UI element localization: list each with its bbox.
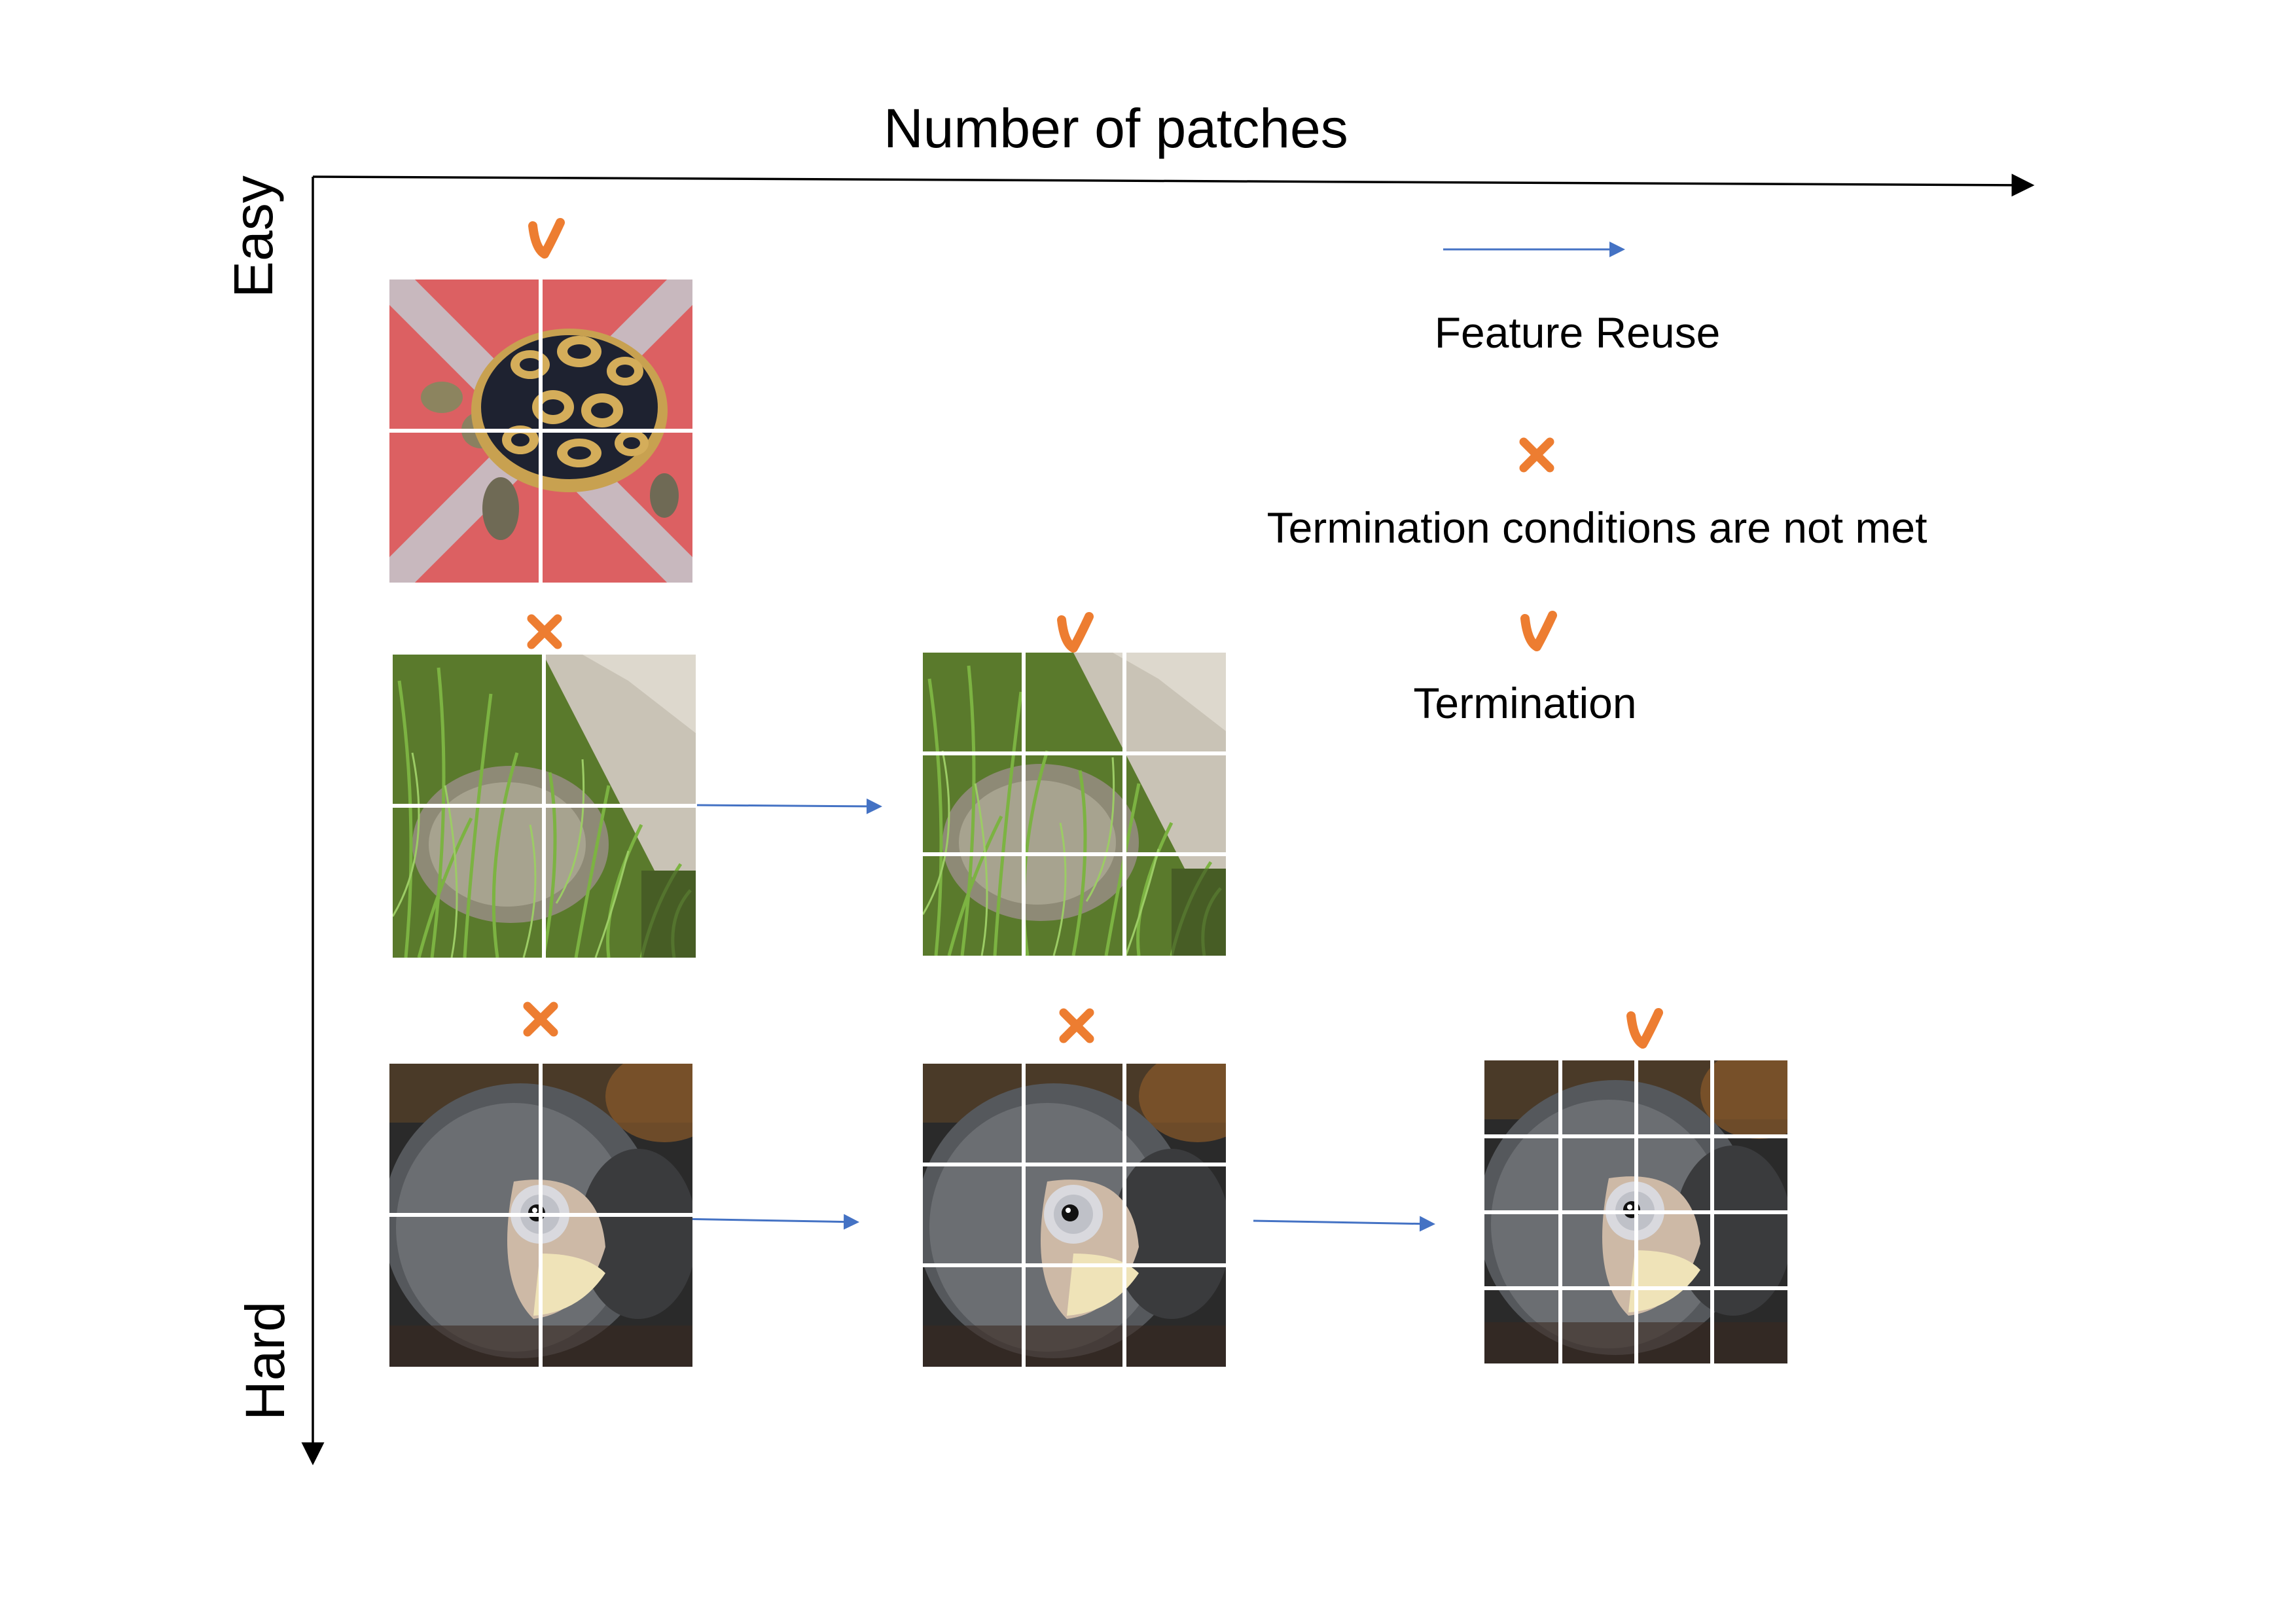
check-icon: [1057, 612, 1094, 653]
legend-not-met: Termination conditions are not met: [1266, 503, 1928, 552]
legend-feature-reuse: Feature Reuse: [1434, 308, 1721, 357]
reuse-arrow: [696, 798, 882, 814]
tortoise-image-face-4x4: [1484, 1060, 1787, 1363]
tortoise-image-easy-2x2: [389, 280, 692, 583]
tortoise-image-face-3x3: [923, 1064, 1226, 1367]
cross-icon: [1059, 1008, 1094, 1043]
tortoise-image-grass-3x3: [923, 653, 1226, 956]
tortoise-image-grass-2x2: [393, 655, 696, 958]
legend-cross-icon: [1519, 437, 1554, 473]
x-axis-title: Number of patches: [884, 98, 1348, 159]
tortoise-image-face-2x2: [389, 1064, 692, 1367]
legend-termination: Termination: [1413, 679, 1637, 727]
check-icon: [1626, 1008, 1663, 1049]
y-axis-label-easy: Easy: [223, 175, 284, 298]
cross-icon: [523, 1001, 558, 1037]
reuse-arrow: [677, 1214, 859, 1230]
reuse-arrow: [1253, 1216, 1435, 1232]
cross-icon: [527, 614, 562, 649]
x-axis-line: [312, 173, 2035, 197]
check-icon: [528, 218, 565, 259]
legend-check-icon: [1520, 611, 1557, 651]
y-axis-label-hard: Hard: [234, 1301, 296, 1420]
